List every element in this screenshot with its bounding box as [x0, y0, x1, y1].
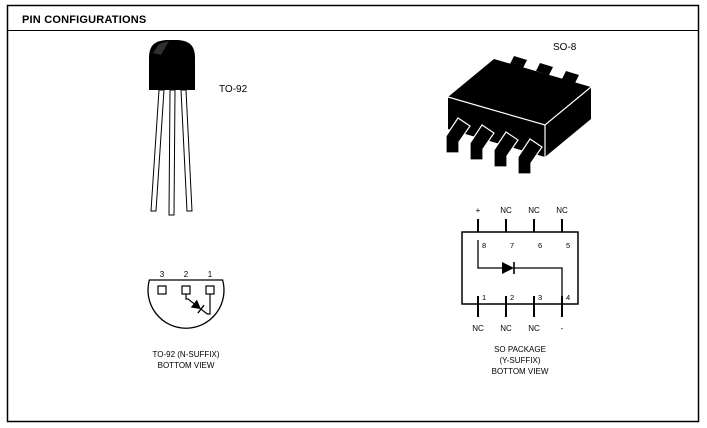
to92-pin1-number: 1: [208, 270, 213, 279]
so8-pin6-label: NC: [528, 206, 540, 215]
to92-diode-symbol: [187, 298, 208, 315]
diode-lead-out: [200, 308, 208, 315]
to92-lead-left: [150, 89, 165, 212]
so8-pin3-label: NC: [528, 324, 540, 333]
to92-lead-right: [180, 89, 193, 212]
so8-pin6-number: 6: [538, 241, 542, 250]
to92-package-label: TO-92: [219, 84, 248, 95]
diode-triangle: [502, 262, 514, 274]
diode-lead-in: [187, 298, 195, 305]
so8-pin3-number: 3: [538, 293, 542, 302]
to92-body: [149, 40, 195, 90]
so8-front-lead-1: [445, 117, 471, 154]
so8-bottom-caption-line2: (Y-SUFFIX): [499, 356, 540, 365]
so8-package-drawing: [445, 56, 592, 175]
to92-bottom-caption-line2: BOTTOM VIEW: [158, 361, 215, 370]
so8-anode-wire: [477, 240, 502, 269]
to92-bottom-view: 3 2 1: [147, 270, 225, 329]
so8-pin7-label: NC: [500, 206, 512, 215]
so8-pin5-label: NC: [556, 206, 568, 215]
diode-cathode-bar: [197, 304, 205, 314]
so8-pin1-number: 1: [482, 293, 486, 302]
to92-lead-middle: [168, 89, 176, 216]
so8-pin8-label: +: [476, 206, 481, 215]
to92-diode-cathode-wire: [207, 294, 211, 315]
to92-bottom-outline: [147, 279, 225, 329]
so8-pin4-label: -: [561, 324, 564, 333]
so8-bottom-view: + NC NC NC 8 7 6 5 1 2 3 4 NC: [461, 206, 579, 333]
so8-pin2-label: NC: [500, 324, 512, 333]
to92-body-facet: [153, 41, 169, 55]
figure-border: [6, 4, 700, 423]
so8-pin4-number: 4: [566, 293, 570, 302]
page-title: PIN CONFIGURATIONS: [22, 14, 146, 26]
so8-bottom-caption-line3: BOTTOM VIEW: [492, 367, 549, 376]
so8-front-lead-4: [517, 138, 543, 175]
so8-pin7-number: 7: [510, 241, 514, 250]
to92-package-drawing: [149, 40, 195, 216]
so8-front-lead-2: [469, 124, 495, 161]
so8-pin1-label: NC: [472, 324, 484, 333]
to92-pin3-pad: [157, 285, 167, 295]
so8-body-top-face: [448, 59, 591, 125]
so8-front-lead-3: [493, 131, 519, 168]
to92-pin1-pad: [205, 285, 215, 295]
so8-body-end-face: [545, 87, 591, 157]
diode-triangle: [190, 299, 201, 310]
to92-pin2-pad: [181, 285, 191, 295]
to92-pin2-number: 2: [184, 270, 189, 279]
so8-pin8-number: 8: [482, 241, 486, 250]
so8-bottom-caption-line1: SO PACKAGE: [494, 345, 546, 354]
to92-bottom-caption-line1: TO-92 (N-SUFFIX): [153, 350, 220, 359]
so8-body-front-face: [448, 97, 545, 157]
so8-pin5-number: 5: [566, 241, 570, 250]
so8-pin2-number: 2: [510, 293, 514, 302]
to92-diode-anode-wire: [185, 294, 188, 300]
so8-back-pin-2: [536, 63, 553, 75]
so8-package-label: SO-8: [553, 42, 577, 53]
so8-cathode-wire: [514, 267, 563, 296]
to92-pin3-number: 3: [160, 270, 165, 279]
